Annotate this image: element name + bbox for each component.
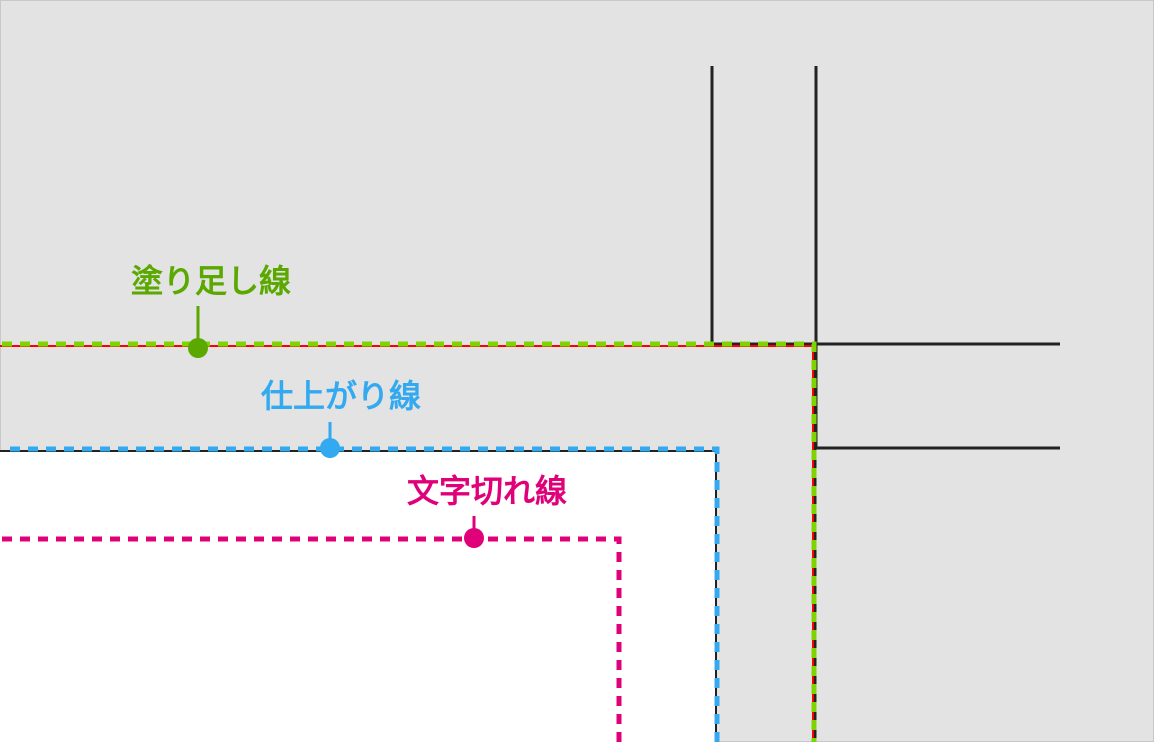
safe-line [2,536,622,742]
bleed-callout: 塗り足し線 [131,262,291,358]
trim-label: 仕上がり線 [261,377,421,415]
paper-area [0,451,716,742]
trim-callout: 仕上がり線 [261,377,421,458]
bleed-line [2,341,817,742]
trim-dot [320,438,340,458]
bleed-label: 塗り足し線 [131,262,291,300]
bleed-dot [188,338,208,358]
trim-line [10,446,720,742]
safe-label: 文字切れ線 [407,472,567,510]
safe-dot [464,528,484,548]
safe-callout: 文字切れ線 [407,472,567,548]
